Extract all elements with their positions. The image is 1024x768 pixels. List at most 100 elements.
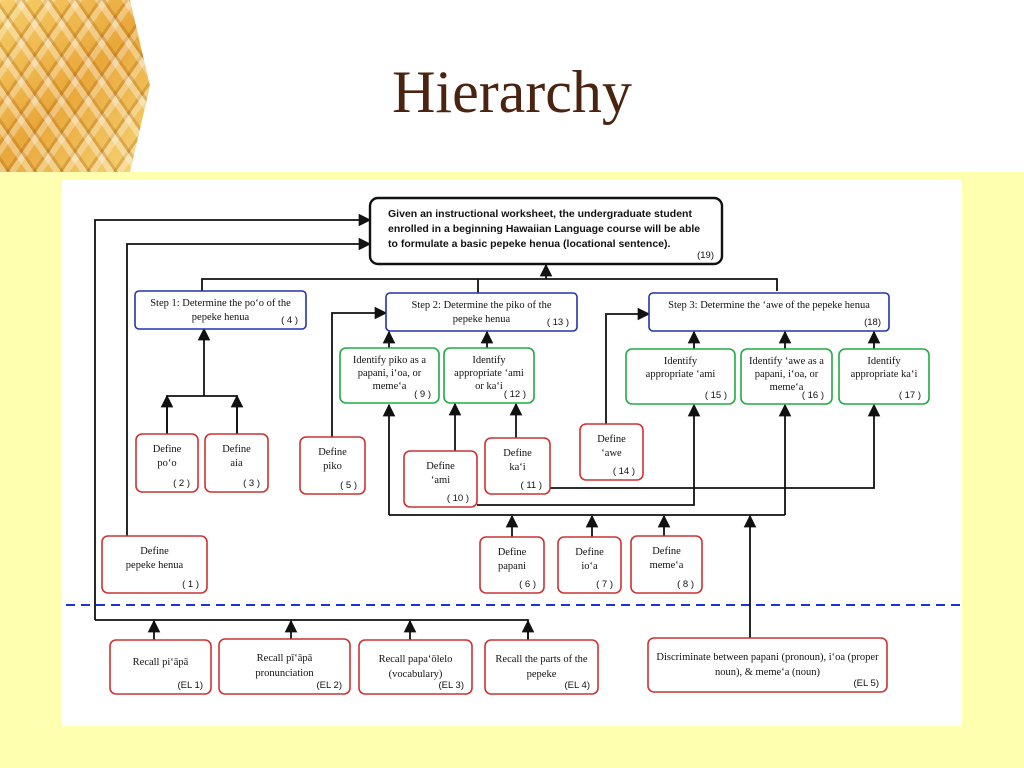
entry-level-box-1: Recall piʻāpā (EL 1): [109, 639, 212, 695]
entry-level-box-2-frame: [218, 638, 351, 695]
step-3-box-frame: [648, 292, 890, 332]
define-box-4: Define‘ami( 10 ): [403, 450, 478, 508]
step-2-box-label-line: Step 2: Determine the piko of the: [412, 300, 552, 311]
entry-level-box-1-number: (EL 1): [177, 680, 203, 691]
identify-box-1-label-line: meme‘a: [373, 381, 407, 392]
identify-box-2-label-line: or ka‘i: [475, 381, 503, 392]
step-2-box-number: ( 13 ): [547, 317, 569, 328]
entry-level-box-5-label-line: noun), & meme‘a (noun): [715, 667, 820, 678]
step-1-box-label-line: Step 1: Determine the po‘o of the: [150, 298, 291, 309]
identify-box-1-number: ( 9 ): [414, 389, 431, 400]
entry-level-box-2-label-line: pronunciation: [255, 668, 314, 679]
define-box-7-label-line: Define: [140, 546, 169, 557]
identify-box-2-label-line: appropriate ‘ami: [454, 368, 524, 379]
step-1-box: Step 1: Determine the po‘o of thepepeke …: [134, 290, 307, 330]
define-box-10-label-line: meme‘a: [650, 560, 684, 571]
entry-level-box-4-number: (EL 4): [564, 680, 590, 691]
define-box-1-label-line: Define: [153, 444, 182, 455]
connector: [477, 403, 701, 506]
define-box-4-number: ( 10 ): [447, 493, 469, 504]
entry-level-box-4: Recall the parts of the pepeke (EL 4): [484, 639, 599, 695]
define-box-3-label-line: piko: [323, 461, 342, 472]
define-box-2-label-line: Define: [222, 444, 251, 455]
identify-box-3-label-line: appropriate ‘ami: [646, 369, 716, 380]
entry-level-box-4-frame: [484, 639, 599, 695]
entry-level-box-1-frame: [109, 639, 212, 695]
entry-level-box-3-label-line: Recall papa‘ōlelo: [379, 654, 453, 665]
identify-box-4-number: ( 16 ): [802, 390, 824, 401]
define-box-10-frame: [630, 535, 703, 594]
define-box-8-label-line: Define: [498, 547, 527, 558]
identify-box-1-label-line: Identify piko as a: [353, 355, 427, 366]
slide-title: Hierarchy: [392, 59, 632, 125]
define-box-3-label-line: Define: [318, 447, 347, 458]
define-box-3: Define piko ( 5 ): [299, 436, 366, 495]
entry-level-box-4-label-line: Recall the parts of the: [495, 654, 587, 665]
woven-pattern-decoration: [0, 0, 150, 172]
define-box-9-number: ( 7 ): [596, 579, 613, 590]
define-box-10-label-line: Define: [652, 546, 681, 557]
identify-box-2: Identify appropriate ‘ami or ka‘i( 12 ): [443, 347, 535, 404]
connector: [126, 237, 372, 536]
hierarchy-diagram: Given an instructional worksheet, the un…: [66, 196, 960, 695]
define-box-6: Define ‘awe ( 14 ): [579, 423, 644, 481]
entry-level-box-3-frame: [358, 639, 473, 695]
terminal-objective-box-label-line: Given an instructional worksheet, the un…: [388, 208, 692, 220]
define-box-6-frame: [579, 423, 644, 481]
define-box-6-label-line: Define: [597, 434, 626, 445]
entry-level-box-2-label-line: Recall pīʻāpā: [257, 653, 313, 664]
step-3-box: Step 3: Determine the ‘awe of the pepeke…: [648, 292, 890, 332]
terminal-objective-box-frame: [368, 196, 724, 266]
define-box-6-label-line: ‘awe: [601, 448, 622, 459]
define-box-8-label-line: papani: [498, 561, 526, 572]
define-box-10-number: ( 8 ): [677, 579, 694, 590]
identify-box-2-label-line: Identify: [472, 355, 506, 366]
define-box-3-number: ( 5 ): [340, 480, 357, 491]
identify-box-2-number: ( 12 ): [504, 389, 526, 400]
define-box-5-frame: [484, 437, 551, 495]
step-2-box-label-line: pepeke henua: [453, 314, 511, 325]
define-box-2-label-line: aia: [230, 458, 243, 469]
define-box-2-number: ( 3 ): [243, 478, 260, 489]
diagram-panel: Given an instructional worksheet, the un…: [62, 180, 962, 726]
define-box-2: Define aia( 3 ): [204, 433, 269, 493]
define-box-1-number: ( 2 ): [173, 478, 190, 489]
identify-box-1: Identify piko as a papani, i‘oa, or meme‘a…: [339, 347, 440, 404]
define-box-7-frame: [101, 535, 208, 594]
identify-box-5-label-line: appropriate ka‘i: [851, 369, 918, 380]
identify-box-5-label-line: Identify: [867, 356, 901, 367]
step-2-box: Step 2: Determine the piko of the pepeke …: [385, 292, 578, 332]
identify-box-2-frame: [443, 347, 535, 404]
entry-level-box-3-number: (EL 3): [438, 680, 464, 691]
identify-box-3-number: ( 15 ): [705, 390, 727, 401]
define-box-5-number: ( 11 ): [521, 480, 542, 491]
step-1-box-number: ( 4 ): [281, 315, 298, 326]
terminal-objective-box-number: (19): [697, 250, 714, 261]
identify-box-1-label-line: papani, i‘oa, or: [358, 368, 422, 379]
terminal-objective-box: Given an instructional worksheet, the un…: [368, 196, 724, 266]
entry-level-box-5-label-line: Discriminate between papani (pronoun), i…: [656, 652, 879, 663]
define-box-8-frame: [479, 536, 545, 594]
define-box-2-frame: [204, 433, 269, 493]
connector: [95, 619, 529, 640]
connector: [605, 307, 651, 424]
connector: [550, 403, 881, 489]
identify-box-3-frame: [625, 348, 736, 405]
entry-level-box-5-frame: [647, 637, 888, 693]
entry-level-box-5-number: (EL 5): [853, 678, 879, 689]
connector: [94, 213, 372, 620]
entry-level-box-4-label-line: pepeke: [527, 669, 557, 680]
connector-lines: [66, 213, 960, 640]
entry-level-box-3-label-line: (vocabulary): [389, 669, 443, 680]
define-box-9-label-line: Define: [575, 547, 604, 558]
connector: [166, 395, 238, 434]
define-box-6-number: ( 14 ): [613, 466, 635, 477]
entry-level-box-1-label-line: Recall piʻāpā: [133, 657, 189, 668]
identify-box-5-number: ( 17 ): [899, 390, 921, 401]
identify-box-3-label-line: Identify: [664, 356, 698, 367]
